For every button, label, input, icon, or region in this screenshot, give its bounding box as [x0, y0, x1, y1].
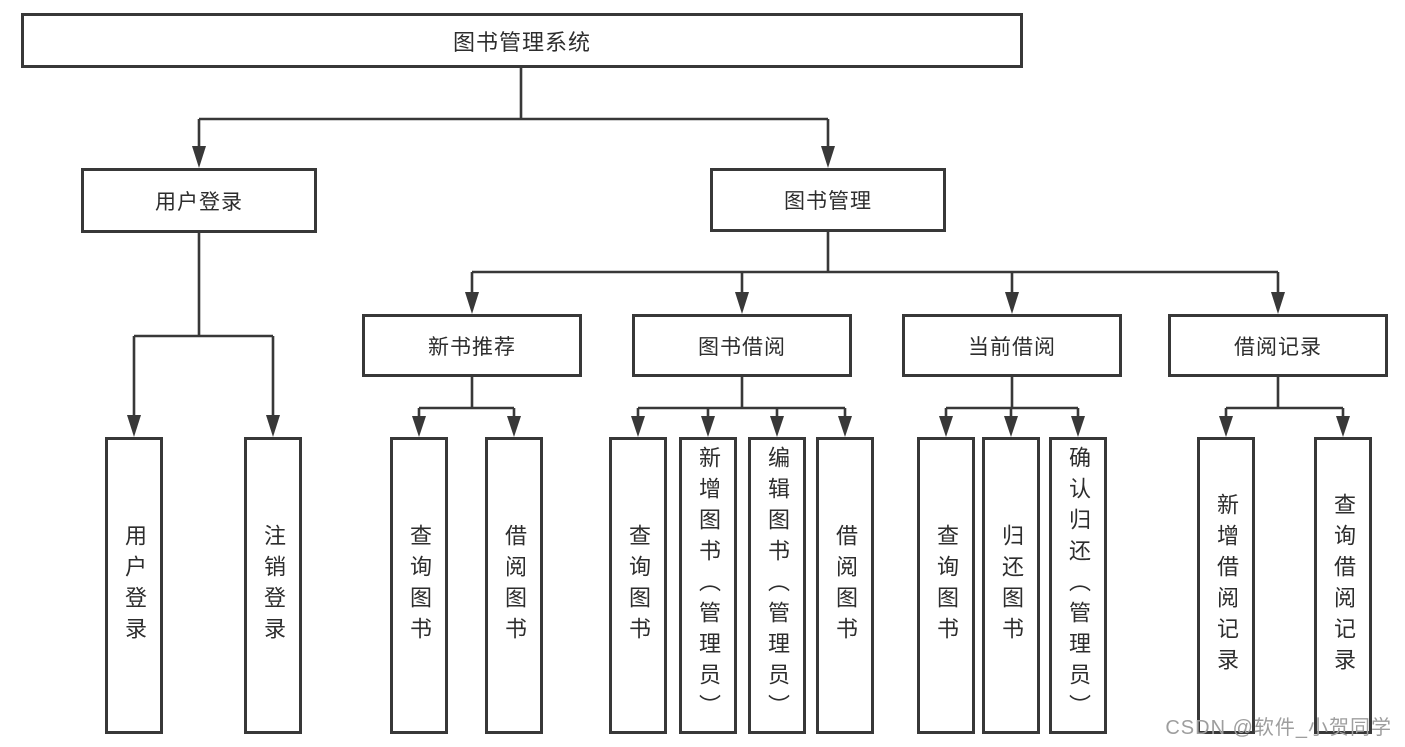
node-label: 新增图书（管理员） — [696, 446, 721, 725]
node-label: 借阅记录 — [1234, 335, 1322, 359]
node-label: 图书管理 — [784, 190, 872, 213]
leaf-current-confirm-return-admin: 确认归还（管理员） — [1049, 437, 1107, 734]
node-current-borrowing: 当前借阅 — [902, 314, 1122, 377]
node-label: 查询图书 — [626, 523, 651, 648]
leaf-recommend-borrow-books: 借阅图书 — [485, 437, 543, 734]
node-book-management: 图书管理 — [710, 168, 946, 232]
node-label: 当前借阅 — [968, 335, 1056, 359]
leaf-current-query-books: 查询图书 — [917, 437, 975, 734]
node-label: 借阅图书 — [833, 523, 858, 648]
node-label: 新增借阅记录 — [1214, 492, 1239, 679]
node-label: 查询图书 — [934, 523, 959, 648]
leaf-records-query-borrow-record: 查询借阅记录 — [1314, 437, 1372, 734]
node-label: 图书借阅 — [698, 335, 786, 359]
node-label: 图书管理系统 — [452, 29, 591, 55]
leaf-records-add-borrow-record: 新增借阅记录 — [1197, 437, 1255, 734]
node-library-management-system: 图书管理系统 — [21, 13, 1023, 68]
node-label: 用户登录 — [122, 523, 147, 648]
node-label: 用户登录 — [155, 190, 243, 214]
node-label: 编辑图书（管理员） — [765, 446, 790, 725]
leaf-borrowing-borrow-books: 借阅图书 — [816, 437, 874, 734]
node-label: 查询借阅记录 — [1331, 492, 1356, 679]
watermark: CSDN @软件_小贺同学 — [1165, 717, 1392, 739]
node-label: 确认归还（管理员） — [1066, 446, 1091, 725]
leaf-user-login: 用户登录 — [105, 437, 163, 734]
leaf-borrowing-query-books: 查询图书 — [609, 437, 667, 734]
node-label: 查询图书 — [407, 523, 432, 648]
leaf-borrowing-edit-books-admin: 编辑图书（管理员） — [748, 437, 806, 734]
node-user-login: 用户登录 — [81, 168, 317, 233]
node-new-book-recommendation: 新书推荐 — [362, 314, 582, 377]
leaf-recommend-query-books: 查询图书 — [390, 437, 448, 734]
node-label: 新书推荐 — [428, 335, 516, 359]
node-label: 借阅图书 — [502, 523, 527, 648]
leaf-current-return-books: 归还图书 — [982, 437, 1040, 734]
node-label: 注销登录 — [261, 523, 286, 648]
leaf-borrowing-add-books-admin: 新增图书（管理员） — [679, 437, 737, 734]
node-borrowing-records: 借阅记录 — [1168, 314, 1388, 377]
node-label: 归还图书 — [999, 523, 1024, 648]
node-book-borrowing: 图书借阅 — [632, 314, 852, 377]
leaf-logout: 注销登录 — [244, 437, 302, 734]
